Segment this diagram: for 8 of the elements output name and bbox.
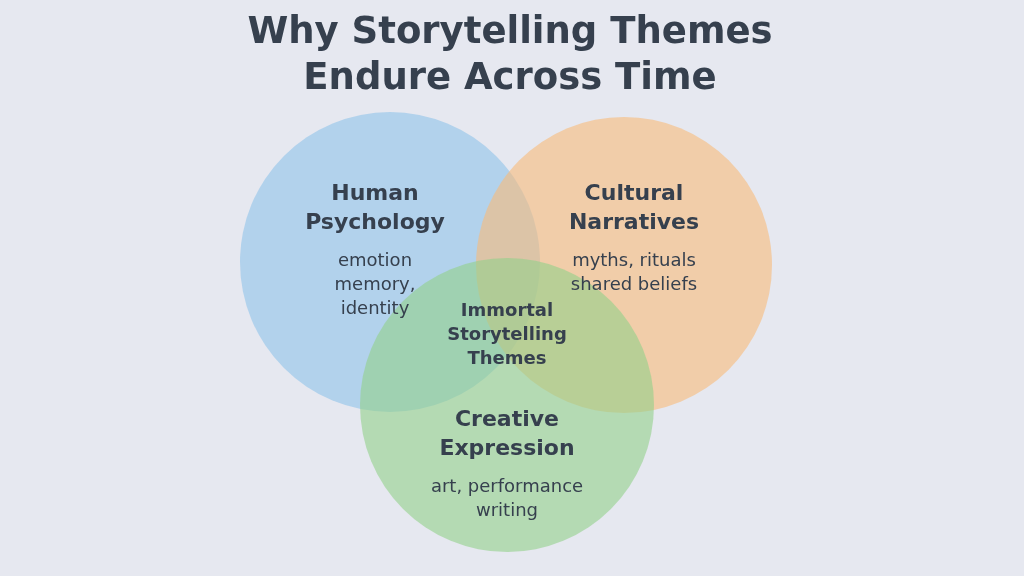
circle-text: art, performance writing [429, 474, 585, 522]
center-label: Immortal Storytelling Themes [446, 298, 568, 370]
title: Why Storytelling Themes Endure Across Time [246, 8, 774, 100]
circle-text: emotion memory, identity [333, 248, 417, 320]
circle-heading: Human Psychology [304, 179, 446, 236]
circle-text: myths, rituals shared beliefs [569, 248, 699, 296]
circle-heading: Creative Expression [438, 405, 576, 462]
circle-heading: Cultural Narratives [567, 179, 701, 236]
